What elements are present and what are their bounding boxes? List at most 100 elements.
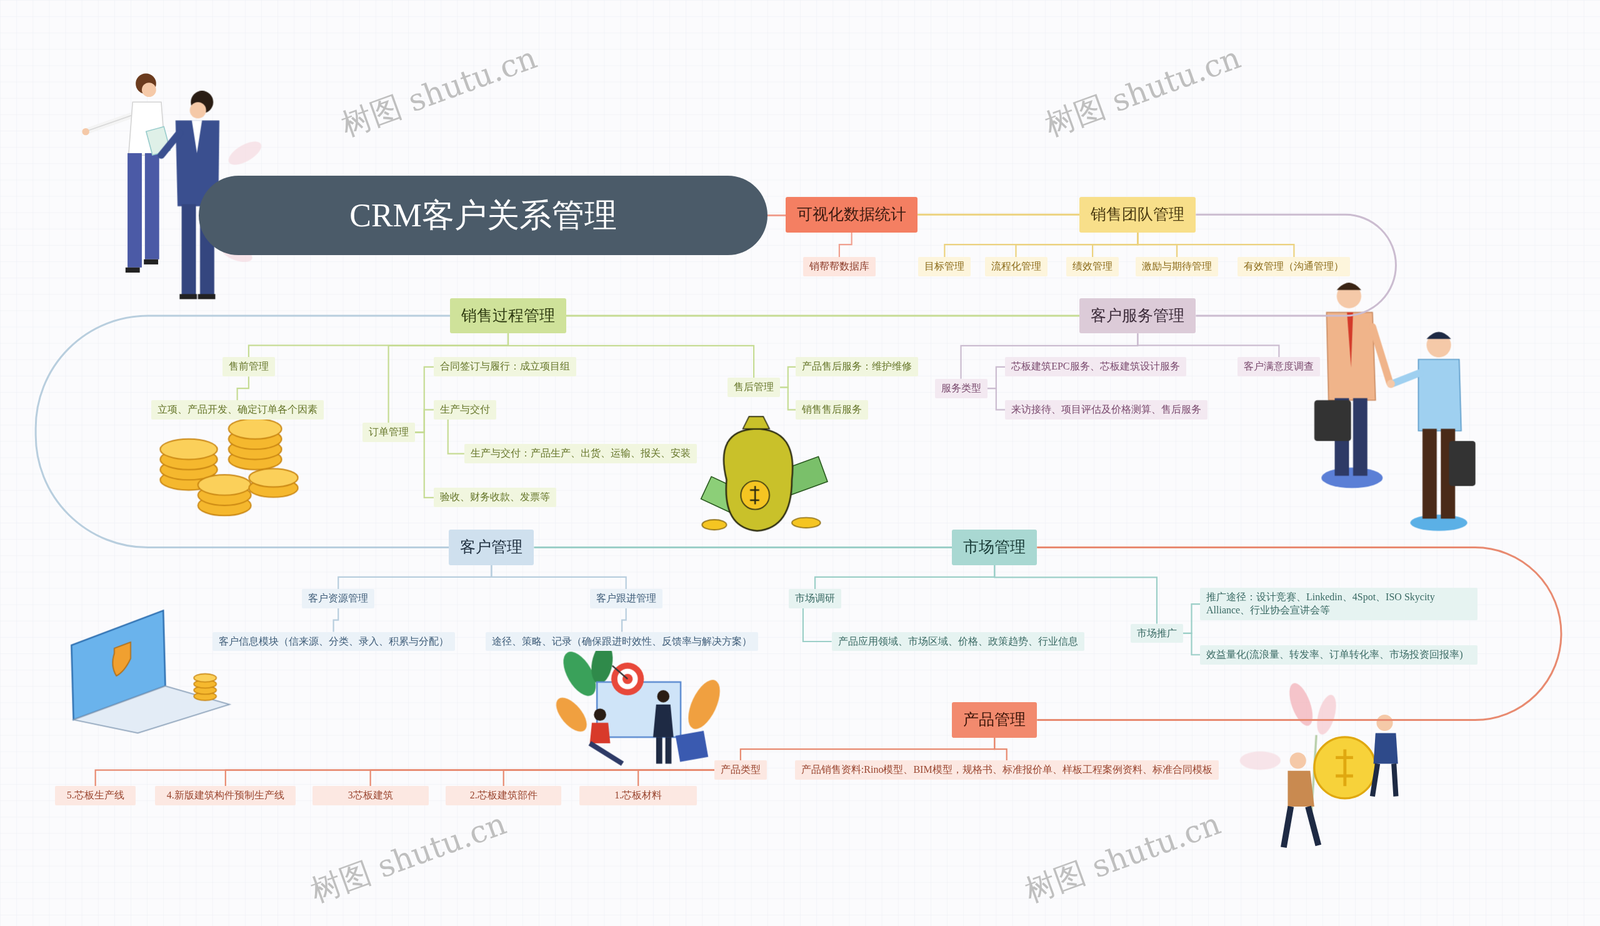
branch-connector [1092, 232, 1138, 258]
branch-connector [994, 565, 1157, 624]
node-text: 2.芯板建筑部件 [451, 788, 555, 802]
coin-person [1283, 714, 1399, 847]
leaf-box: 订单管理 [362, 422, 415, 442]
main-connector [1036, 547, 1562, 720]
leaf-box: 绩效管理 [1066, 256, 1119, 277]
leaf-box: 立项、产品开发、确定订单各个因素 [151, 400, 324, 420]
node-text: 有效管理（沟通管理） [1243, 260, 1344, 274]
leaf-box: 芯板建筑EPC服务、芯板建筑设计服务 [1005, 356, 1186, 377]
branch-connector [740, 737, 995, 761]
leaf-box: 客户跟进管理 [590, 588, 663, 609]
leaf-box: 5.芯板生产线 [55, 785, 136, 805]
leaf-box: 客户满意度调查 [1237, 356, 1320, 377]
leaf-box: 效益量化(流浪量、转发率、订单转化率、市场投资回报率) [1200, 645, 1478, 665]
branch-connector [333, 608, 339, 632]
node-text: 4.新版建筑构件预制生产线 [161, 788, 290, 802]
leaf-box: 售前管理 [222, 356, 275, 377]
node-text: 客户信息模块（信来源、分类、录入、积累与分配） [218, 635, 449, 649]
leaf-box: 激励与期待管理 [1135, 256, 1219, 277]
branch-connector [638, 770, 715, 786]
branch-connector [815, 565, 995, 589]
branch-connector [1183, 603, 1200, 634]
leaf-box: 途径、策略、记录（确保跟进时效性、反馈率与解决方案） [485, 631, 759, 652]
leaf-box: 市场调研 [788, 588, 842, 609]
branch-connector [237, 376, 249, 400]
node-text: 流程化管理 [991, 260, 1042, 274]
leaf-box: 合同签订与履行：成立项目组 [433, 356, 577, 377]
leaf-box: 4.新版建筑构件预制生产线 [155, 785, 296, 805]
node-text: 客户资源管理 [308, 591, 369, 605]
node-text: 销售团队管理 [1090, 204, 1185, 225]
leaf-box: 客户资源管理 [301, 588, 375, 609]
branch-connector [1137, 232, 1294, 258]
leaf-box: 售后管理 [727, 377, 780, 397]
leaf-box: 3芯板建筑 [312, 785, 429, 805]
branch-connector [388, 333, 509, 423]
node-text: 立项、产品开发、确定订单各个因素 [157, 403, 318, 417]
node-text: 来访接待、项目评估及价格测算、售后服务 [1011, 403, 1202, 417]
leaf-box: 销售售后服务 [795, 400, 869, 420]
leaf-box: 生产与交付：产品生产、出货、运输、报关、安装 [464, 443, 697, 464]
branch-connector [1183, 633, 1200, 655]
branch-connector [780, 386, 796, 410]
branch-connector [225, 770, 715, 786]
leaf-box: 来访接待、项目评估及价格测算、售后服务 [1005, 400, 1208, 420]
node-text: 客户服务管理 [1090, 305, 1185, 327]
node-text: 可视化数据统计 [796, 204, 907, 225]
money-bag [701, 416, 828, 531]
node-text: 途径、策略、记录（确保跟进时效性、反馈率与解决方案） [491, 635, 752, 649]
leaf-box: 1.芯板材料 [579, 785, 697, 805]
leaf-box: 目标管理 [918, 256, 971, 277]
node-text: 产品类型 [720, 763, 761, 777]
branch-connector [370, 770, 715, 786]
node-text: 推广途径：设计竞赛、Linkedin、4Spot、ISO Skycity All… [1206, 590, 1472, 617]
node-text: 合同签订与履行：成立项目组 [440, 360, 570, 374]
node-text: 订单管理 [368, 425, 409, 439]
handshake-people [1314, 282, 1476, 531]
node-text: 目标管理 [924, 260, 965, 274]
leaf-box: 验收、财务收款、发票等 [433, 487, 557, 507]
branch-connector [415, 409, 434, 432]
branch-box: 销售团队管理 [1079, 196, 1196, 233]
business-people [81, 73, 220, 300]
branch-connector [415, 366, 434, 432]
leaf-box: 产品应用领域、市场区域、价格、政策趋势、行业信息 [831, 631, 1085, 652]
branch-box: 可视化数据统计 [785, 196, 918, 233]
main-connector [1195, 214, 1396, 316]
root-title: CRM客户关系管理 [349, 194, 617, 237]
leaf-box: 产品售后服务：维护维修 [795, 356, 919, 377]
branch-connector [491, 565, 626, 589]
node-text: 客户管理 [460, 536, 523, 558]
node-text: 芯板建筑EPC服务、芯板建筑设计服务 [1011, 360, 1180, 374]
leaf-box: 生产与交付 [433, 400, 497, 420]
leaf-box: 客户信息模块（信来源、分类、录入、积累与分配） [212, 631, 455, 652]
branch-connector [415, 431, 434, 498]
node-text: 服务类型 [941, 381, 982, 395]
node-text: 产品销售资料:Rino模型、BIM模型，规格书、标准报价单、样板工程案例资料、标… [801, 763, 1213, 777]
node-text: 效益量化(流浪量、转发率、订单转化率、市场投资回报率) [1206, 648, 1472, 662]
leaf-box: 产品类型 [714, 760, 767, 780]
root-pill: CRM客户关系管理 [198, 175, 767, 255]
branch-connector [803, 608, 832, 642]
branch-connector [448, 419, 465, 454]
leaf-box: 有效管理（沟通管理） [1237, 256, 1350, 277]
branch-box: 销售过程管理 [450, 298, 567, 334]
branch-connector [944, 232, 1138, 258]
node-text: 绩效管理 [1072, 260, 1113, 274]
branch-connector [987, 388, 1006, 410]
branch-connector [95, 770, 715, 786]
branch-box: 产品管理 [951, 701, 1037, 738]
node-text: 产品管理 [963, 709, 1026, 730]
node-text: 生产与交付 [440, 403, 490, 417]
branch-connector [994, 737, 1007, 761]
target-team [550, 641, 727, 764]
leaf-box: 推广途径：设计竞赛、Linkedin、4Spot、ISO Skycity All… [1200, 587, 1478, 620]
node-text: 生产与交付：产品生产、出货、运输、报关、安装 [470, 446, 691, 460]
branch-connector [839, 232, 852, 258]
main-connector [566, 314, 1080, 317]
branch-connector [780, 366, 796, 388]
leaf-box: 产品销售资料:Rino模型、BIM模型，规格书、标准报价单、样板工程案例资料、标… [795, 760, 1219, 780]
